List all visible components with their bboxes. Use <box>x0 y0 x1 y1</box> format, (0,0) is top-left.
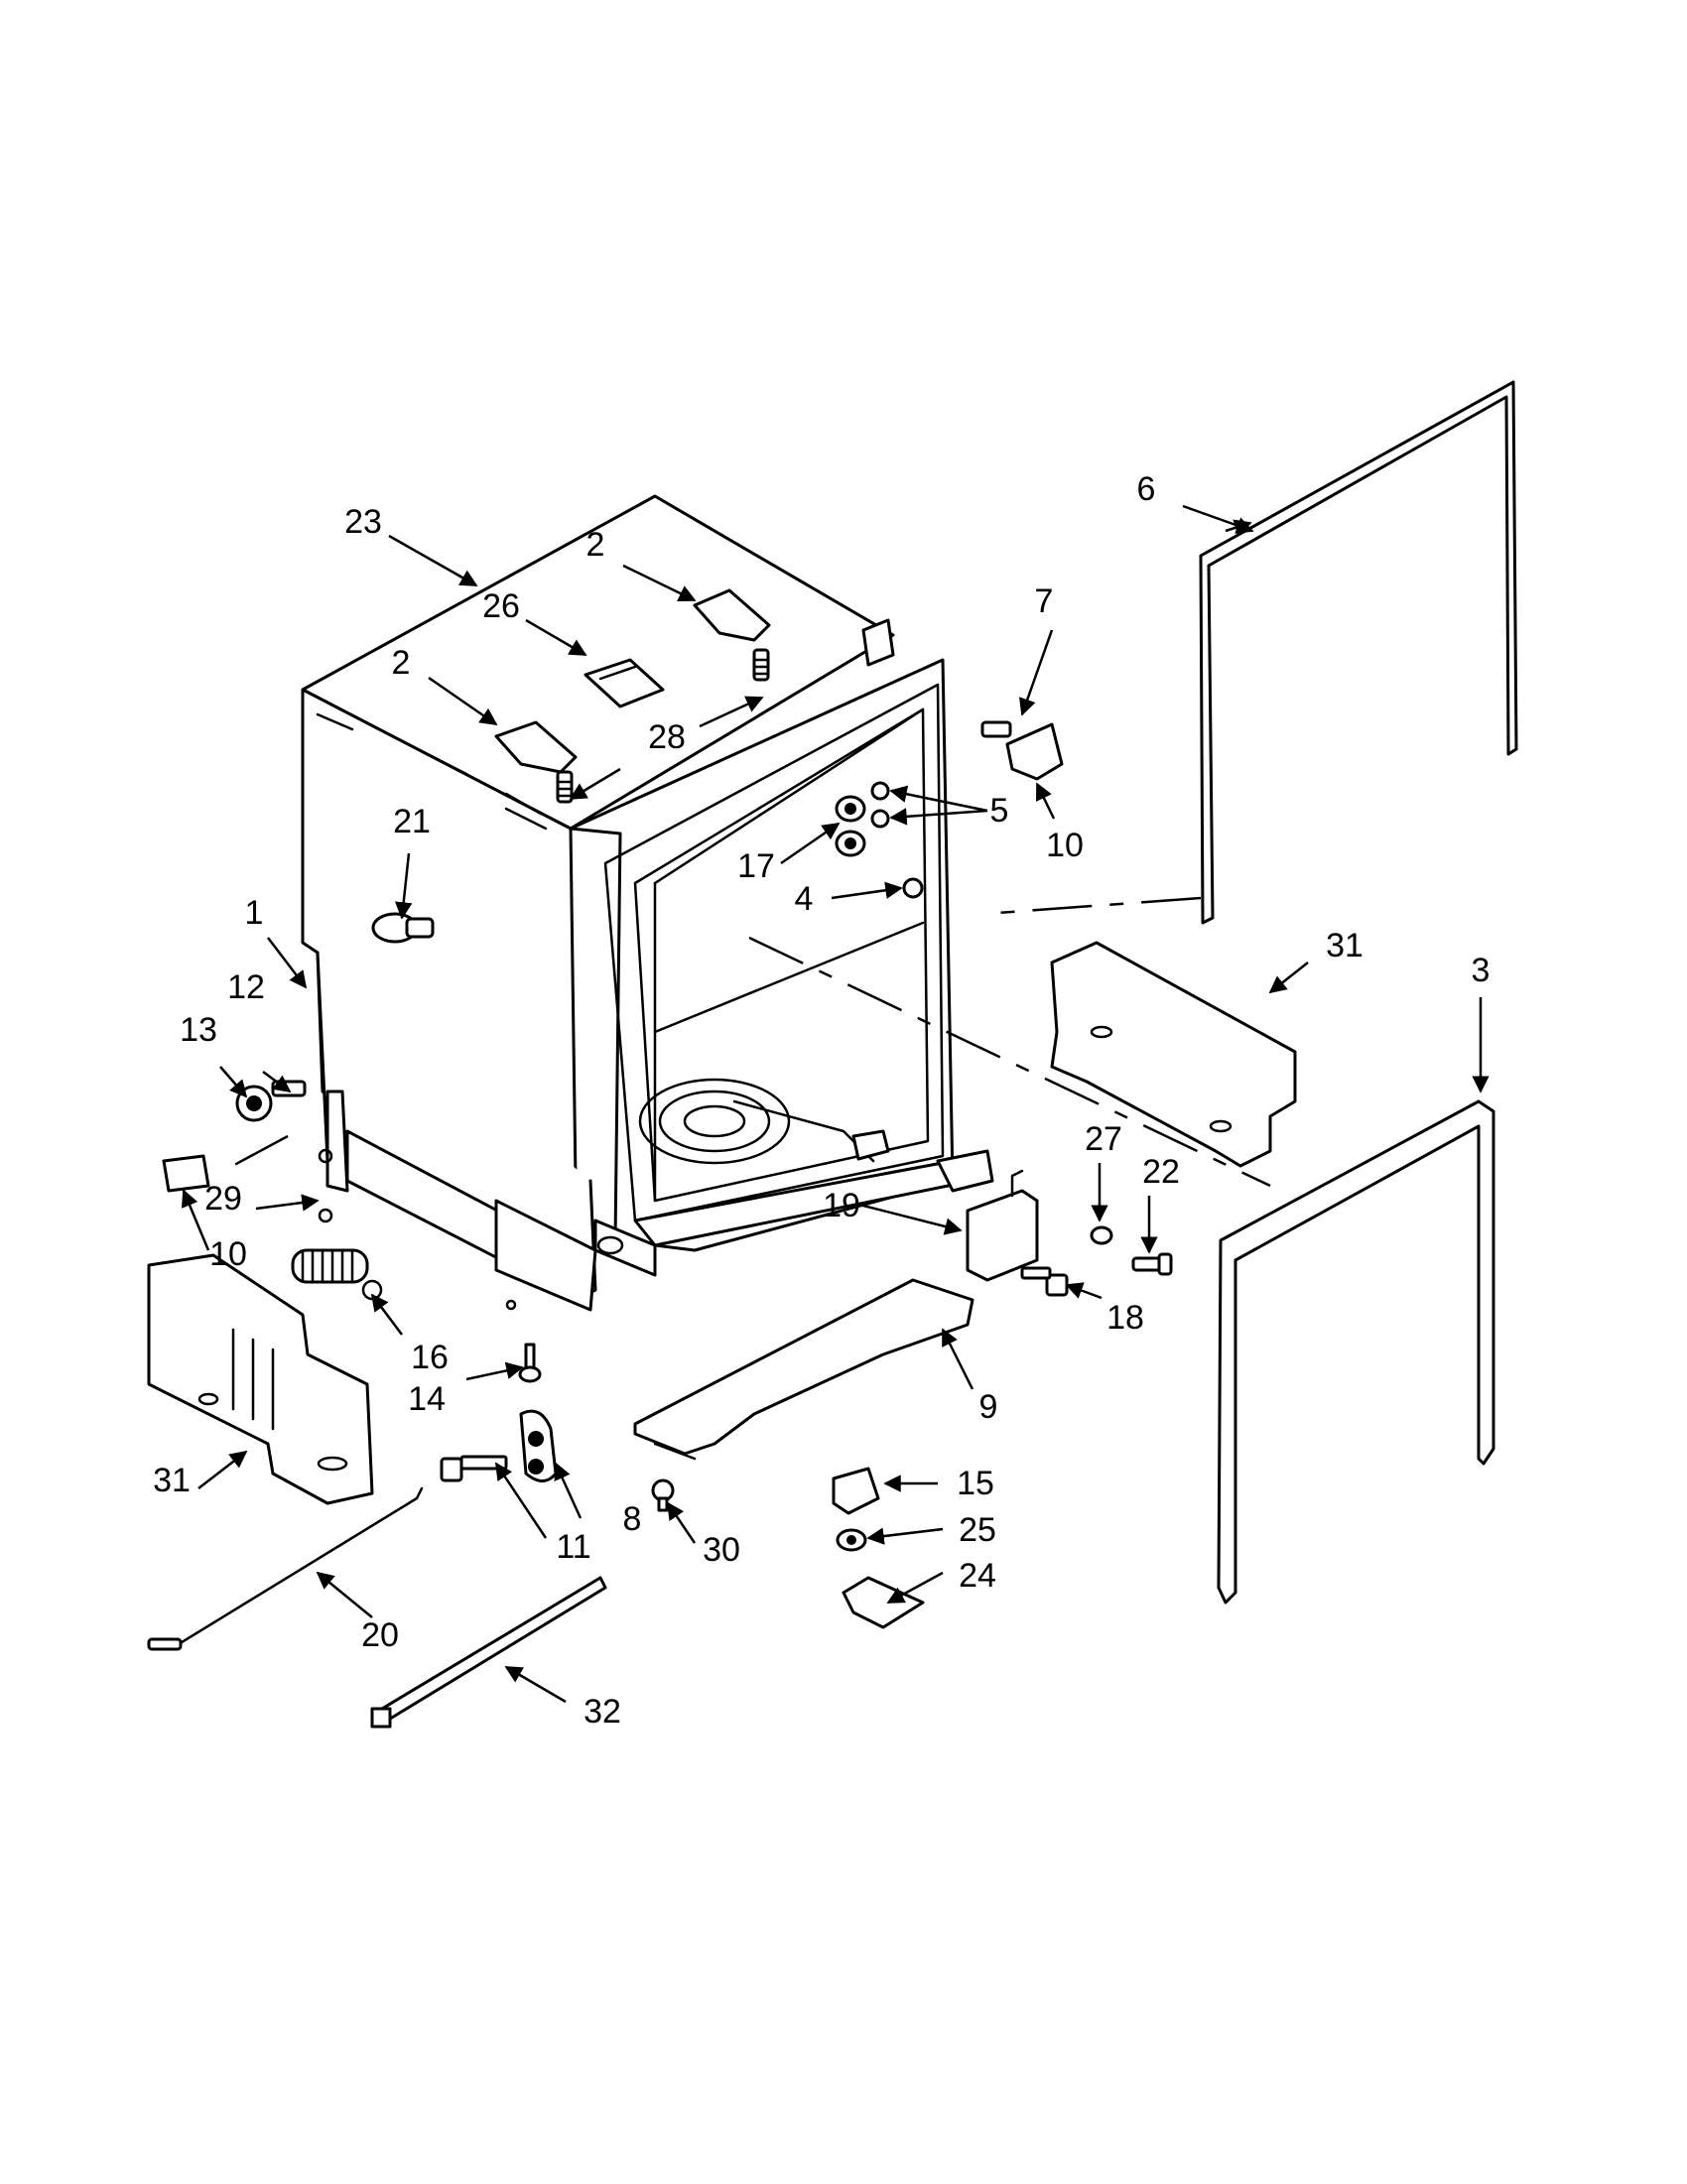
screw-28-lower <box>556 770 574 804</box>
base-panel-31-left <box>147 1253 374 1505</box>
plug-21 <box>371 912 435 944</box>
screw-7 <box>980 720 1012 738</box>
plate-9 <box>633 1278 974 1456</box>
callout-2-upper: 2 <box>586 526 605 564</box>
screw-11 <box>440 1455 508 1482</box>
callouts: 23 2 26 2 28 21 1 12 13 29 10 16 14 31 8… <box>153 470 1490 1731</box>
wire-20 <box>147 1486 424 1651</box>
callout-26: 26 <box>482 587 520 625</box>
callout-21: 21 <box>393 803 431 840</box>
callout-8: 8 <box>623 1500 642 1538</box>
callout-28: 28 <box>648 718 686 756</box>
callout-7: 7 <box>1035 582 1054 620</box>
washer-5b <box>870 809 890 829</box>
tub-assembly <box>301 494 994 1312</box>
callout-19: 19 <box>823 1187 860 1224</box>
callout-13: 13 <box>180 1011 217 1049</box>
clip-10-left <box>162 1154 210 1193</box>
leg-14 <box>518 1343 542 1383</box>
callout-12: 12 <box>227 968 265 1006</box>
gasket-3 <box>1217 1099 1495 1605</box>
screw-18 <box>1020 1266 1069 1297</box>
callout-10-left: 10 <box>209 1235 247 1273</box>
callout-3: 3 <box>1472 952 1491 989</box>
cable-tie-32 <box>370 1576 607 1729</box>
clip-10-right <box>1005 722 1064 781</box>
callout-27: 27 <box>1085 1120 1122 1158</box>
callout-9: 9 <box>979 1388 998 1426</box>
callout-22: 22 <box>1142 1153 1180 1191</box>
part-24 <box>842 1576 925 1629</box>
callout-1: 1 <box>245 894 264 932</box>
plug-4 <box>902 877 924 899</box>
gasket-6 <box>1199 380 1518 925</box>
callout-29: 29 <box>204 1180 242 1218</box>
callout-10-right: 10 <box>1046 827 1084 864</box>
callout-20: 20 <box>361 1616 399 1654</box>
foot-30 <box>651 1478 675 1512</box>
base-panel-31-right <box>1050 941 1297 1168</box>
callout-5: 5 <box>990 792 1009 830</box>
part-25 <box>836 1528 867 1552</box>
callout-17: 17 <box>737 847 775 885</box>
callout-31-right: 31 <box>1326 927 1363 964</box>
callout-14: 14 <box>408 1380 446 1418</box>
callout-32: 32 <box>584 1693 621 1731</box>
clip-15 <box>832 1467 880 1515</box>
callout-30: 30 <box>703 1531 740 1569</box>
screw-22 <box>1131 1252 1173 1276</box>
callout-6: 6 <box>1137 470 1156 508</box>
screw-28-upper <box>752 648 770 682</box>
callout-11: 11 <box>556 1528 590 1566</box>
washer-5a <box>870 781 890 801</box>
bracket-8 <box>519 1409 558 1482</box>
callout-18: 18 <box>1106 1299 1144 1337</box>
callout-23: 23 <box>344 503 382 541</box>
top-bracket <box>584 658 665 708</box>
grommet-17 <box>835 795 866 857</box>
hinge-bracket-upper <box>693 588 771 642</box>
callout-25: 25 <box>959 1511 996 1549</box>
callout-31-left: 31 <box>153 1462 191 1499</box>
leader-lines <box>181 504 1490 1704</box>
callout-2-lower: 2 <box>392 644 411 682</box>
washer-27 <box>1090 1225 1113 1245</box>
callout-4: 4 <box>795 880 814 918</box>
callout-24: 24 <box>959 1557 996 1595</box>
bracket-19 <box>966 1189 1039 1282</box>
hinge-bracket-lower <box>494 720 578 774</box>
callout-15: 15 <box>957 1465 994 1502</box>
spring-16 <box>291 1248 383 1301</box>
callout-16: 16 <box>411 1339 449 1376</box>
